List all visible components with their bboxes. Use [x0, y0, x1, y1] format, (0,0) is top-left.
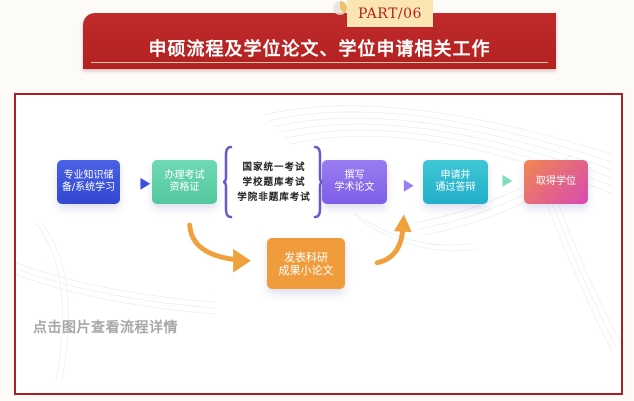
step-defense: 申请并 通过答辩: [423, 160, 488, 204]
step-exam-line2: 资格证: [169, 182, 200, 193]
step-write-thesis: 撰写 学术论文: [322, 160, 387, 204]
exam-option: 国家统一考试: [242, 161, 306, 173]
left-brace-icon: [223, 145, 233, 219]
step-knowledge-line1: 专业知识储: [63, 170, 114, 181]
right-brace-icon: [313, 145, 323, 219]
step-thesis-line2: 学术论文: [334, 182, 375, 193]
exam-option: 学校题库考试: [242, 176, 306, 188]
step-defense-line1: 申请并: [440, 170, 471, 181]
step-publish-line2: 成果小论文: [278, 263, 334, 277]
step-thesis-line1: 撰写: [344, 170, 365, 181]
decorative-circle-icon: [333, 1, 347, 15]
step-exam-line1: 办理考试: [164, 170, 205, 181]
step-defense-line2: 通过答辩: [435, 182, 476, 193]
view-details-hint: 点击图片查看流程详情: [33, 320, 178, 336]
step-obtain-degree: 取得学位: [524, 160, 588, 204]
wave-lines-background: [16, 105, 621, 382]
part-tag: PART/06: [347, 0, 433, 27]
step-knowledge-line2: 备/系统学习: [61, 182, 116, 193]
step-publish-paper: 发表科研 成果小论文: [267, 238, 345, 289]
step-degree-label: 取得学位: [536, 176, 576, 187]
exam-option: 学院非题库考试: [237, 191, 311, 203]
step-publish-line1: 发表科研: [284, 250, 328, 264]
step-knowledge: 专业知识储 备/系统学习: [57, 160, 120, 204]
step-exam-qualification: 办理考试 资格证: [152, 160, 217, 204]
banner-divider: [91, 62, 548, 63]
exam-options-list: 国家统一考试 学校题库考试 学院非题库考试: [230, 149, 318, 215]
flowchart-image[interactable]: 专业知识储 备/系统学习 办理考试 资格证 国家统一考试 学校题库考试 学院非题…: [14, 93, 623, 395]
section-banner: 申硕流程及学位论文、学位申请相关工作: [83, 13, 556, 69]
section-title: 申硕流程及学位论文、学位申请相关工作: [148, 39, 491, 60]
